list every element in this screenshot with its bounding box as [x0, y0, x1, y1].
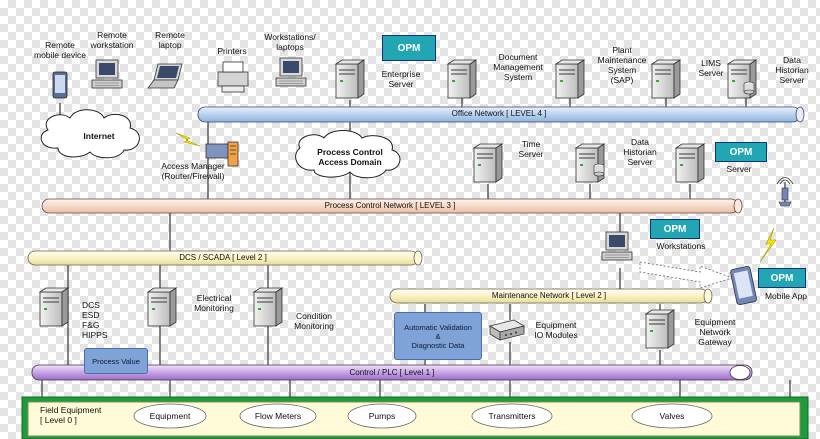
remote-mobile-label: Remote mobile device [34, 40, 86, 60]
control-plc-pipe [31, 364, 753, 381]
server-icon [555, 59, 585, 99]
mobile-link-arrow [639, 261, 734, 289]
control-plc-label: Control / PLC [ Level 1 ] [349, 368, 435, 377]
server-icon [645, 309, 675, 349]
server-icon [473, 143, 503, 183]
process-control-pipe [41, 198, 743, 214]
internet-label: Internet [83, 131, 115, 141]
opm-enterprise-badge: OPM [382, 35, 436, 61]
dcs-scada-pipe [27, 250, 423, 266]
maintenance-pipe [389, 288, 713, 304]
lightning-icon [759, 227, 777, 263]
mobile-device-icon [52, 71, 68, 99]
server-icon [253, 287, 283, 327]
io-module-icon [488, 319, 526, 341]
server-icon [335, 59, 365, 99]
auto-validation-box: Automatic Validation & Diagnostic Data [394, 312, 482, 360]
process-value-box: Process Value [84, 348, 148, 374]
opm-server-badge: OPM [715, 142, 767, 162]
electrical-monitoring-label: Electrical Monitoring [194, 293, 234, 313]
office-network-label: Office Network [ LEVEL 4 ] [451, 109, 547, 118]
workstations-laptops-label: Workstations/ laptops [264, 32, 316, 52]
field-item-transmitters: Transmitters [488, 411, 536, 421]
mobile-app-label: Mobile App [764, 291, 808, 301]
opm-workstations-badge: OPM [650, 219, 700, 239]
printers-label: Printers [217, 46, 247, 56]
data-historian-mid-label: Data Historian Server [623, 137, 657, 167]
mobile-device-icon [730, 265, 757, 306]
workstation-icon [275, 57, 307, 87]
server-icon [675, 143, 705, 183]
condition-monitoring-label: Condition Monitoring [294, 311, 334, 331]
workstation-icon [601, 231, 633, 261]
field-equipment-title: Field Equipment [ Level 0 ] [40, 405, 102, 425]
document-management-label: Document Management System [493, 52, 543, 82]
lightning-icon [175, 132, 201, 147]
dcs-group-label: DCS ESD F&G HIPPS [82, 300, 108, 340]
plant-maintenance-label: Plant Maintenance System (SAP) [597, 45, 647, 85]
remote-workstation-label: Remote workstation [90, 30, 134, 50]
database-icon [743, 81, 755, 95]
printer-icon [217, 61, 249, 93]
server-icon [447, 59, 477, 99]
data-historian-top-label: Data Historian Server [775, 55, 809, 85]
remote-laptop-label: Remote laptop [155, 30, 185, 50]
server-icon [39, 287, 69, 327]
router-icon [205, 141, 239, 167]
process-control-network-label: Process Control Network [ LEVEL 3 ] [324, 201, 456, 210]
enterprise-server-label: Enterprise Server [381, 69, 421, 89]
opm-mobile-badge: OPM [758, 268, 806, 288]
opm-workstations-label: Workstations [656, 241, 706, 251]
maintenance-network-label: Maintenance Network [ Level 2 ] [491, 291, 607, 300]
office-network-pipe [197, 106, 805, 123]
field-item-valves: Valves [659, 411, 685, 421]
opm-server-label: Server [726, 164, 752, 174]
access-manager-label: Access Manager (Router/Firewall) [161, 161, 225, 181]
server-icon [147, 287, 177, 327]
dcs-scada-label: DCS / SCADA [ Level 2 ] [179, 253, 267, 262]
internet-cloud-icon [40, 109, 140, 159]
lims-server-label: LIMS Server [698, 58, 724, 78]
database-icon [593, 163, 605, 177]
laptop-icon [147, 63, 183, 89]
server-icon [651, 59, 681, 99]
antenna-icon [776, 177, 794, 207]
field-item-flow-meters: Flow Meters [254, 411, 302, 421]
access-domain-cloud-icon [295, 130, 401, 179]
pc-access-domain-label: Process Control Access Domain [317, 147, 383, 167]
field-item-equipment: Equipment [149, 411, 191, 421]
time-server-label: Time Server [518, 139, 544, 159]
workstation-icon [91, 59, 123, 89]
server-icon [575, 143, 605, 183]
equipment-io-label: Equipment IO Modules [534, 320, 578, 340]
equipment-network-gateway-label: Equipment Network Gateway [694, 317, 736, 347]
field-item-pumps: Pumps [368, 411, 396, 421]
